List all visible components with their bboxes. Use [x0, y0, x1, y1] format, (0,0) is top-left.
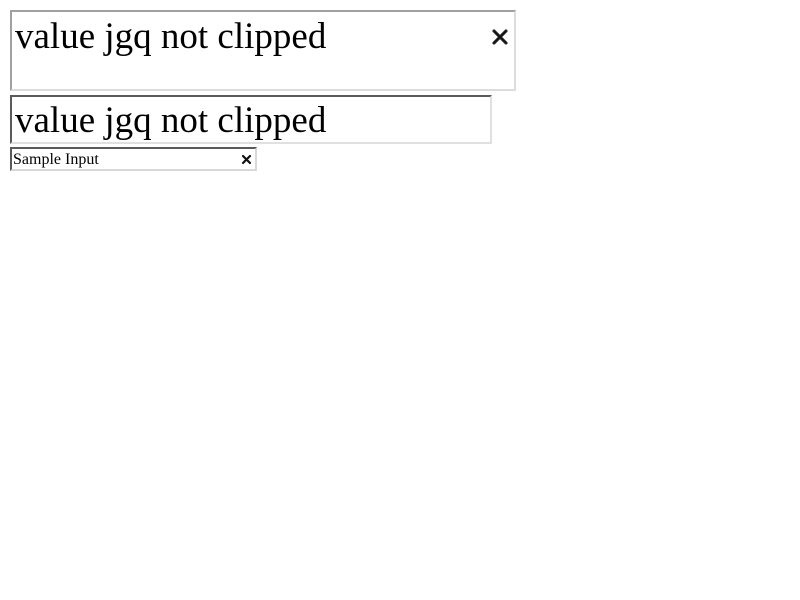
close-icon [492, 29, 508, 45]
search-field-small-value[interactable]: Sample Input [13, 151, 99, 168]
clear-search-button[interactable] [489, 26, 511, 48]
close-icon [241, 154, 251, 164]
text-field-large-value[interactable]: value jgq not clipped [15, 100, 327, 141]
clear-search-button[interactable] [239, 152, 253, 166]
text-field-large[interactable]: value jgq not clipped [10, 95, 492, 144]
search-field-large[interactable]: value jgq not clipped [10, 10, 516, 91]
search-field-large-value[interactable]: value jgq not clipped [15, 16, 327, 57]
search-field-small[interactable]: Sample Input [10, 147, 257, 171]
